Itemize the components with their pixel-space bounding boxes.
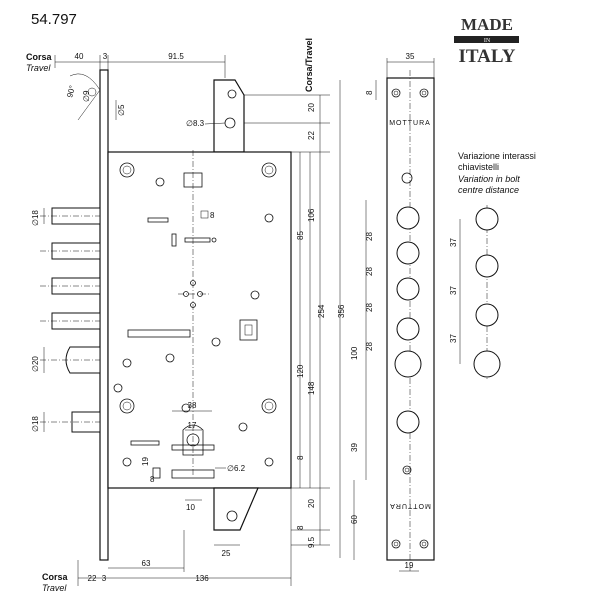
travel-label-bottom-en: Travel [42, 583, 67, 593]
dim-254: 254 [317, 304, 326, 318]
dim-phi-18-bottom: ∅18 [31, 416, 40, 432]
dim-39: 39 [350, 443, 359, 452]
travel-label-bottom-it: Corsa [42, 572, 69, 582]
dim-3-bottom: 3 [102, 574, 107, 583]
bottom-strike-tab: 25 [213, 487, 259, 558]
dim-356: 356 [337, 304, 346, 318]
dim-91-5: 91.5 [168, 52, 184, 61]
inner-dimensions: 8 38 17 19 8 ∅6.2 10 [141, 210, 246, 512]
dim-17: 17 [188, 421, 197, 430]
front-plate-view: 35 MOTTURA MOTTURA 8 28 28 28 28 100 39 … [350, 52, 435, 572]
dim-phi-5: ∅5 [117, 104, 126, 116]
dim-10: 10 [186, 503, 195, 512]
dim-phi-6-2: ∅6.2 [227, 464, 246, 473]
dim-37-a: 37 [449, 238, 458, 247]
deadbolts-left: ∅18 ∅20 ∅18 [31, 207, 101, 433]
travel-label-top-it: Corsa [26, 52, 53, 62]
product-code: 54.797 [31, 11, 77, 28]
dim-22-bottom: 22 [88, 574, 97, 583]
dim-106: 106 [307, 208, 316, 222]
dim-85: 85 [296, 231, 305, 240]
dim-35: 35 [406, 52, 415, 61]
dim-angle-90: 90° [65, 84, 77, 98]
dim-20-bottom: 20 [307, 499, 316, 508]
dim-28-a: 28 [365, 232, 374, 241]
bottom-dimensions: 22 3 63 136 [77, 488, 292, 586]
dim-3: 3 [103, 52, 108, 61]
dim-square-8: 8 [210, 211, 215, 220]
dim-37-b: 37 [449, 286, 458, 295]
dim-8-right-a: 8 [296, 455, 305, 460]
dim-60: 60 [350, 515, 359, 524]
note-en-line2: centre distance [458, 185, 519, 195]
lock-body [107, 151, 292, 489]
faceplate [99, 69, 109, 561]
note-en-line1: Variation in bolt [458, 174, 520, 184]
badge-in: IN [484, 38, 491, 44]
internal-mechanism [127, 150, 258, 479]
travel-label-top-en: Travel [26, 63, 51, 73]
made-in-italy-badge: MADE IN ITALY [454, 15, 519, 67]
dim-63: 63 [142, 559, 151, 568]
dim-8-front: 8 [365, 90, 374, 95]
note-it-line2: chiavistelli [458, 162, 499, 172]
dim-28-d: 28 [365, 342, 374, 351]
dim-25: 25 [222, 549, 231, 558]
brand-mark-bottom: MOTTURA [389, 502, 431, 509]
variation-note: Variazione interassi chiavistelli Variat… [458, 151, 536, 195]
dim-20-top: 20 [307, 103, 316, 112]
dim-19-front: 19 [405, 561, 414, 570]
dim-100: 100 [350, 346, 359, 360]
variation-bolts: 37 37 37 [449, 205, 501, 380]
dim-9-5: 9.5 [307, 536, 316, 548]
dim-8-right-b: 8 [296, 525, 305, 530]
note-it-line1: Variazione interassi [458, 151, 536, 161]
dim-phi-20: ∅20 [31, 356, 40, 372]
dim-148: 148 [307, 381, 316, 395]
dim-phi-8-3: ∅8.3 [186, 119, 205, 128]
badge-made: MADE [461, 15, 513, 34]
dim-28-c: 28 [365, 303, 374, 312]
brand-mark-top: MOTTURA [389, 120, 431, 127]
dim-136: 136 [195, 574, 209, 583]
dim-phi-18-top: ∅18 [31, 210, 40, 226]
dim-19-inner: 19 [141, 457, 150, 466]
dim-37-c: 37 [449, 334, 458, 343]
dim-40: 40 [75, 52, 84, 61]
dim-120: 120 [296, 364, 305, 378]
top-strike-tab: ∅8.3 [186, 79, 245, 153]
dim-38: 38 [188, 401, 197, 410]
dim-phi-9: ∅9 [82, 90, 91, 102]
body-screws [113, 162, 277, 467]
travel-label-vertical: Corsa/Travel [304, 38, 314, 92]
dim-22-top: 22 [307, 131, 316, 140]
dim-8-inner: 8 [150, 475, 155, 484]
angle-callout: 90° ∅9 ∅5 [65, 73, 126, 121]
badge-italy: ITALY [458, 46, 515, 67]
dim-28-b: 28 [365, 267, 374, 276]
top-dimensions: 40 3 91.5 [54, 52, 226, 125]
right-dimensions: 20 22 106 85 254 356 120 148 8 20 8 9.5 [244, 80, 346, 558]
